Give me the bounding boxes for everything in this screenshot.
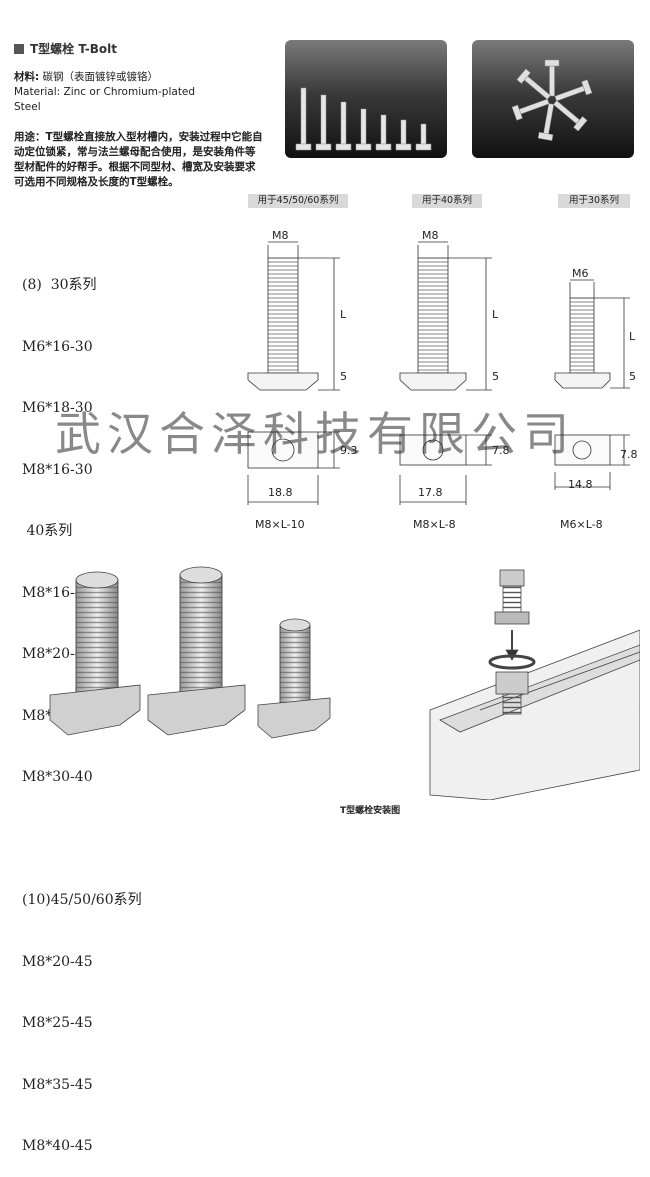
height-label-2: 7.8 <box>492 444 510 457</box>
list-item: M8*16-30 <box>22 461 93 478</box>
list-item: M8*20-45 <box>22 953 93 970</box>
series-label-30: 用于30系列 <box>558 194 630 208</box>
height-label-3: 7.8 <box>620 448 638 461</box>
list-item: M8*16-40 <box>22 584 93 601</box>
length-label-2: L <box>492 308 499 321</box>
width-label-2: 17.8 <box>418 486 443 499</box>
head-height-label-1: 5 <box>340 370 347 383</box>
technical-drawings <box>247 241 630 505</box>
length-label-3: L <box>629 330 636 343</box>
material-en-line1: Material: Zinc or Chromium-plated <box>14 86 196 98</box>
head-height-label-2: 5 <box>492 370 499 383</box>
list-item: (10)45/50/60系列 <box>22 892 142 908</box>
head-height-label-3: 5 <box>629 370 636 383</box>
usage-text: 用途：T型螺栓直接放入型材槽内，安装过程中它能自动定位锁紧，常与法兰螺母配合使用… <box>14 131 263 188</box>
material-label: 材料: <box>14 71 40 83</box>
width-label-1: 18.8 <box>268 486 293 499</box>
thread-label-2: M8 <box>422 229 439 242</box>
list-item: M8*35-45 <box>22 1076 93 1093</box>
material-cn: 碳钢（表面镀锌或镀铬） <box>42 71 159 83</box>
list-item: M6*16-30 <box>22 338 93 355</box>
square-bullet-icon <box>14 44 24 54</box>
material-en-line2: Steel <box>14 101 41 113</box>
list-item: M8*25-45 <box>22 1015 93 1031</box>
product-photo-bolt-radial <box>472 40 634 158</box>
bolt-row-illustration <box>295 87 432 151</box>
thread-label-1: M8 <box>272 229 289 242</box>
list-item: M8*30-40 <box>22 769 93 785</box>
series-label-45-50-60: 用于45/50/60系列 <box>248 194 348 208</box>
bolt-radial-illustration <box>511 59 593 141</box>
list-item: M8*20-40 <box>22 646 93 662</box>
model-label-3: M6×L-8 <box>560 518 603 531</box>
width-label-3: 14.8 <box>568 478 593 491</box>
list-item: M8*40-45 <box>22 1138 93 1154</box>
list-item: M6*18-30 <box>22 400 93 416</box>
installation-caption: T型螺栓安装图 <box>340 806 401 816</box>
list-item: (8) 30系列 <box>22 277 97 293</box>
material-block: 材料: 碳钢（表面镀锌或镀铬） Material: Zinc or Chromi… <box>14 70 264 115</box>
thread-label-3: M6 <box>572 267 589 280</box>
height-label-1: 9.3 <box>340 444 358 457</box>
page-title: T型螺栓 T-Bolt <box>14 40 117 57</box>
company-watermark: 武汉合泽科技有限公司 <box>55 407 575 461</box>
model-label-2: M8×L-8 <box>413 518 456 531</box>
product-photo-bolt-row <box>285 40 447 158</box>
length-label-1: L <box>340 308 347 321</box>
list-item <box>22 829 142 850</box>
series-label-40: 用于40系列 <box>412 194 482 208</box>
installation-illustration <box>49 566 640 800</box>
model-label-1: M8×L-10 <box>255 518 305 531</box>
list-item: 40系列 <box>22 523 73 539</box>
